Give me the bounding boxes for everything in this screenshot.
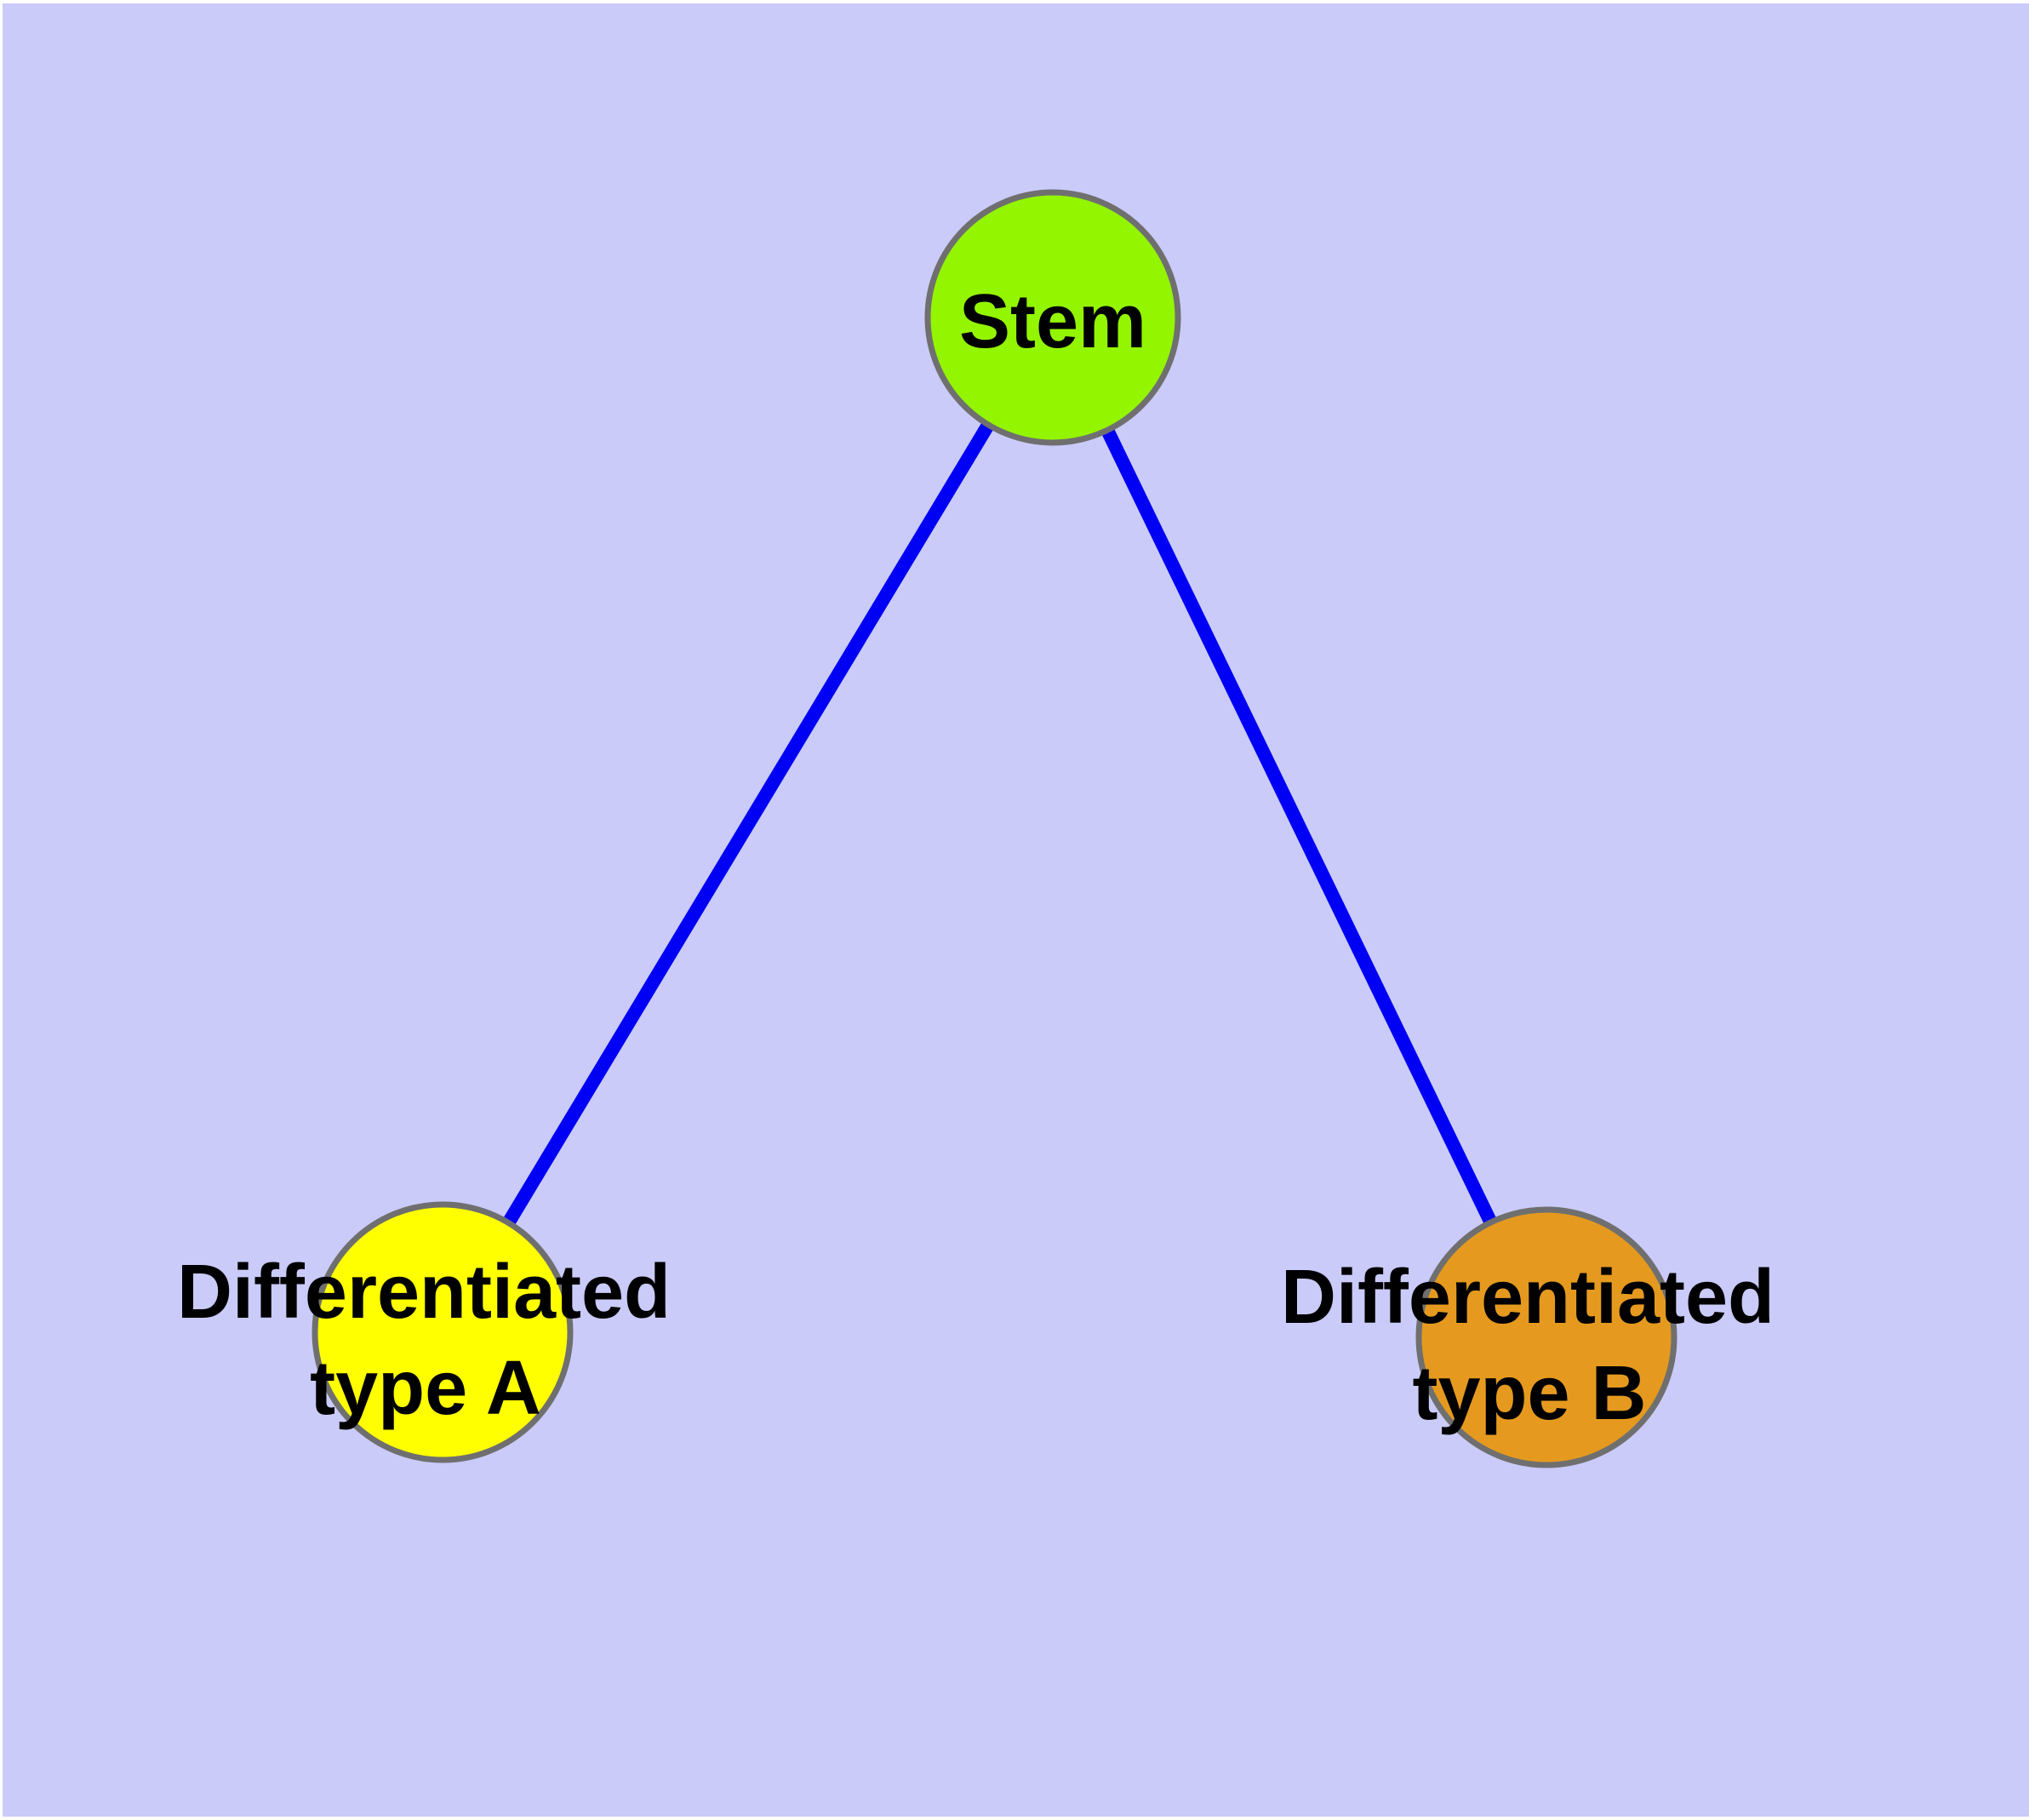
node-type-b-label-line2: type B	[1412, 1351, 1646, 1436]
edge-stem-to-type-a	[437, 313, 1059, 1336]
node-type-b-label-line1: Differentiated	[1281, 1255, 1775, 1340]
node-stem[interactable]	[924, 189, 1181, 446]
node-differentiated-type-b[interactable]	[1415, 1206, 1677, 1468]
edge-stem-to-type-b	[1046, 314, 1553, 1341]
node-stem-label: Stem	[959, 279, 1146, 364]
node-type-a-label-line1: Differentiated	[177, 1250, 671, 1335]
node-differentiated-type-a[interactable]	[311, 1201, 574, 1463]
node-type-a-label-line2: type A	[310, 1346, 541, 1431]
